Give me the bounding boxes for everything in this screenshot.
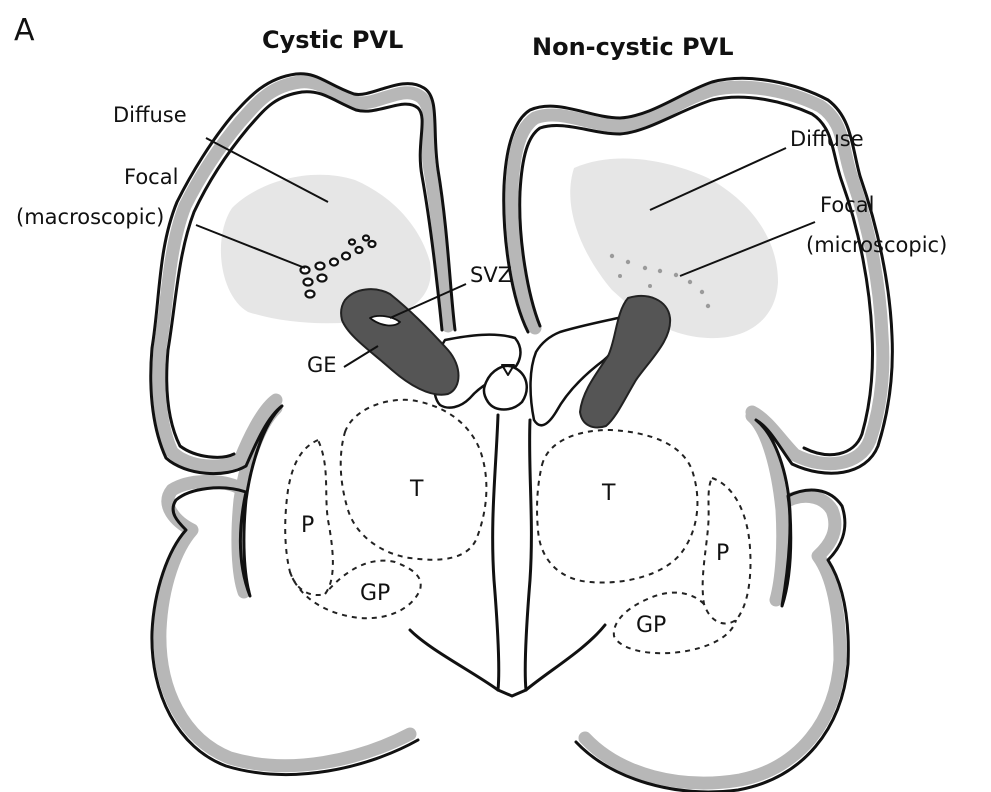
third-ventricle-midline xyxy=(525,420,531,690)
right-thalamus-outline xyxy=(537,430,697,583)
left-globus-pallidus-outline xyxy=(290,561,421,619)
right-diffuse-label: Diffuse xyxy=(790,127,864,151)
left-putamen-label: P xyxy=(301,513,314,538)
left-diffuse-label: Diffuse xyxy=(113,103,187,127)
right-hemisphere-heading: Non-cystic PVL xyxy=(532,33,734,61)
left-focal-qualifier-label: (macroscopic) xyxy=(16,205,164,229)
septum-midline xyxy=(493,415,499,690)
left-focal-label: Focal xyxy=(124,165,178,189)
right-globus-pallidus-label: GP xyxy=(636,613,666,638)
left-hemisphere-heading: Cystic PVL xyxy=(262,26,403,54)
ge-label: GE xyxy=(307,353,337,377)
panel-letter: A xyxy=(14,13,35,48)
right-putamen-label: P xyxy=(716,541,729,566)
right-thalamus-label: T xyxy=(601,481,616,506)
brainstem-notch xyxy=(410,625,605,696)
left-globus-pallidus-label: GP xyxy=(360,581,390,606)
left-thalamus-label: T xyxy=(409,477,424,502)
right-focal-label: Focal xyxy=(820,193,874,217)
right-globus-pallidus-outline xyxy=(614,593,736,654)
right-focal-qualifier-label: (microscopic) xyxy=(806,233,947,257)
right-temporal-band xyxy=(585,496,840,783)
svz-label: SVZ xyxy=(470,263,512,287)
ge-leader xyxy=(344,346,378,367)
